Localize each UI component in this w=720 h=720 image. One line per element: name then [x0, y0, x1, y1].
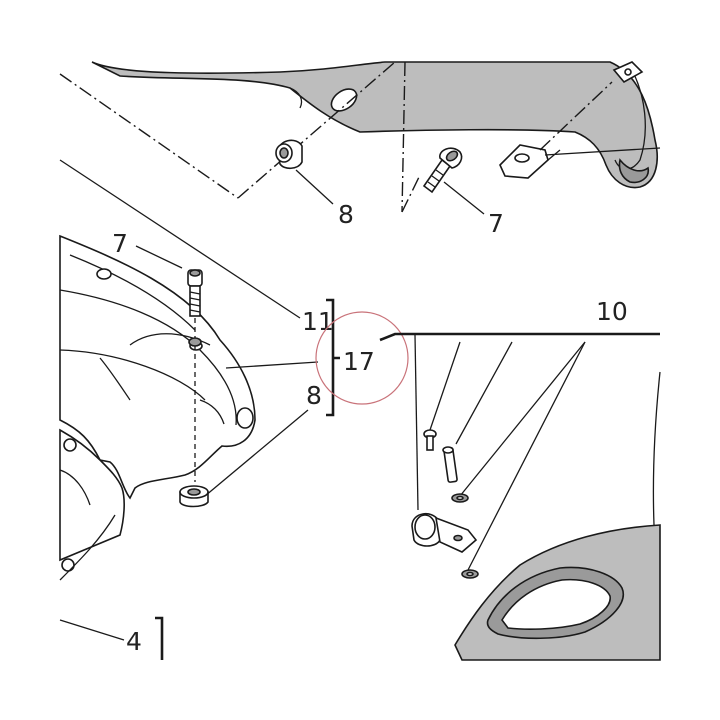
assembly-line-b — [237, 61, 396, 199]
assembly-line-e — [539, 81, 613, 151]
kit-bracket — [379, 332, 660, 342]
housing-boss — [96, 268, 112, 280]
housing-hole — [236, 407, 254, 429]
leader-group-total — [225, 361, 319, 369]
cable-clip-top — [499, 61, 644, 179]
assembly-line-c — [401, 61, 406, 213]
leader-group-a — [59, 159, 301, 319]
socket-bolt-top — [422, 147, 463, 194]
callout-group-b: 8 — [306, 381, 322, 410]
small-screw — [423, 429, 437, 451]
socket-bolt-left — [187, 269, 203, 317]
collar-nut-left — [179, 485, 209, 508]
callout-kit: 10 — [596, 297, 628, 326]
bottom-bracket — [155, 616, 164, 660]
callout-top-nut: 8 — [338, 200, 354, 229]
group-bracket — [326, 298, 340, 417]
top-cover-panel — [91, 61, 658, 189]
fender-housing — [59, 234, 256, 581]
callout-group-total: 17 — [343, 347, 375, 376]
collar-nut-top — [275, 139, 303, 170]
cover-boss — [330, 88, 358, 112]
callout-bottom: 4 — [126, 627, 142, 656]
assembly-line-a — [59, 73, 239, 199]
pipe-clamp — [411, 513, 478, 553]
highlight-circle — [315, 311, 409, 405]
callout-top-bolt: 7 — [488, 209, 504, 238]
long-pin — [442, 446, 458, 483]
callout-left-bolt: 7 — [112, 229, 128, 258]
callout-group-a: 11 — [302, 307, 334, 336]
air-duct — [454, 524, 661, 661]
assembly-line-d — [401, 174, 421, 213]
